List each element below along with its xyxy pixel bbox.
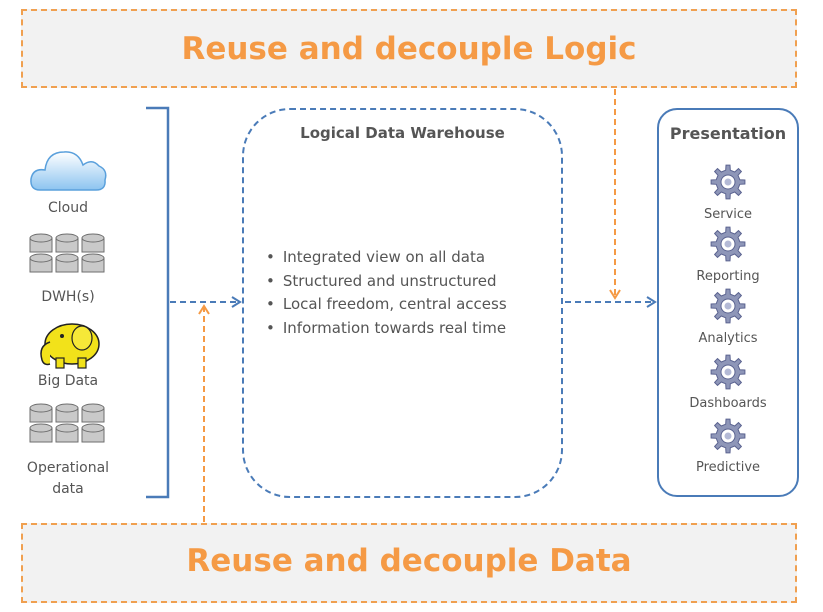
source-label-operational: Operational data xyxy=(26,460,110,497)
presentation-item-reporting: Reporting xyxy=(696,269,760,284)
database-icon xyxy=(29,233,105,273)
source-label-dwh: DWH(s) xyxy=(41,289,95,305)
presentation-item-dashboards: Dashboards xyxy=(689,396,767,411)
logical-data-warehouse-box: Logical Data Warehouse Integrated view o… xyxy=(242,108,563,498)
ldw-bullet: Local freedom, central access xyxy=(266,293,507,317)
database-icon xyxy=(29,403,105,443)
reuse-logic-title: Reuse and decouple Logic xyxy=(181,30,637,67)
sources-bracket xyxy=(146,106,170,499)
gear-icon xyxy=(710,288,746,324)
presentation-item-service: Service xyxy=(703,207,753,222)
presentation-box: Presentation Service Reporting Analytics… xyxy=(657,108,799,497)
gear-icon xyxy=(710,354,746,390)
gear-icon xyxy=(710,418,746,454)
presentation-title: Presentation xyxy=(669,124,787,143)
reuse-data-banner: Reuse and decouple Data xyxy=(21,523,797,603)
source-label-cloud: Cloud xyxy=(48,200,88,216)
presentation-item-analytics: Analytics xyxy=(698,331,758,346)
elephant-icon xyxy=(40,323,100,369)
ldw-bullets: Integrated view on all data Structured a… xyxy=(266,246,507,340)
cloud-icon xyxy=(30,151,107,191)
gear-icons xyxy=(710,164,746,454)
source-label-bigdata: Big Data xyxy=(37,373,99,389)
reuse-data-title: Reuse and decouple Data xyxy=(186,543,632,579)
ldw-title: Logical Data Warehouse xyxy=(300,124,505,142)
gear-icon xyxy=(710,164,746,200)
presentation-item-predictive: Predictive xyxy=(695,460,761,475)
reuse-logic-banner: Reuse and decouple Logic xyxy=(21,9,797,88)
ldw-bullet: Structured and unstructured xyxy=(266,270,507,294)
ldw-bullet: Integrated view on all data xyxy=(266,246,507,270)
ldw-bullet: Information towards real time xyxy=(266,317,507,341)
gear-icon xyxy=(710,226,746,262)
